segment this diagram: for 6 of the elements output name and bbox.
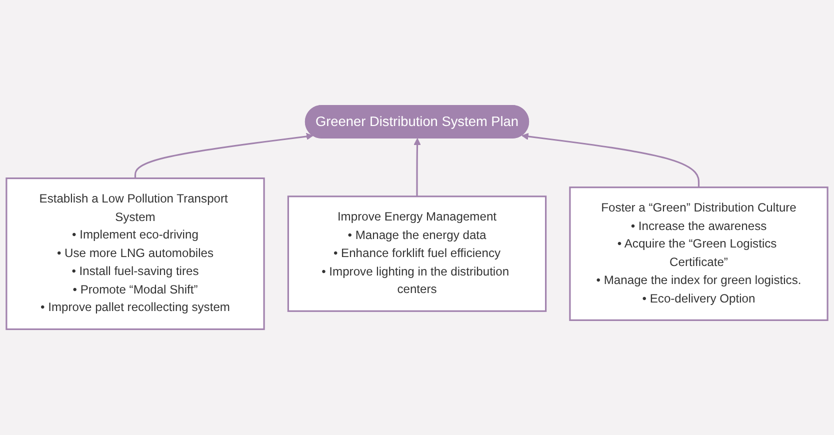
- arrow: [134, 133, 314, 178]
- arrow: [522, 133, 700, 188]
- node-box: Improve Energy Management • Manage the energy data • Enhance forklift fuel efficiency • Improve lighting in the distribution centers: [287, 196, 547, 312]
- node-box: Foster a “Green” Distribution Culture • Increase the awareness • Acquire the “Green Logistics Certificate” • Manage the index for green logistics. • Eco-delivery Option: [569, 186, 828, 322]
- node-box: Establish a Low Pollution Transport System • Implement eco-driving • Use more LNG automobiles • Install fuel-saving tires • Promote “Modal Shift” • Improve pallet recollecting system: [6, 178, 265, 330]
- arrow: [414, 138, 421, 197]
